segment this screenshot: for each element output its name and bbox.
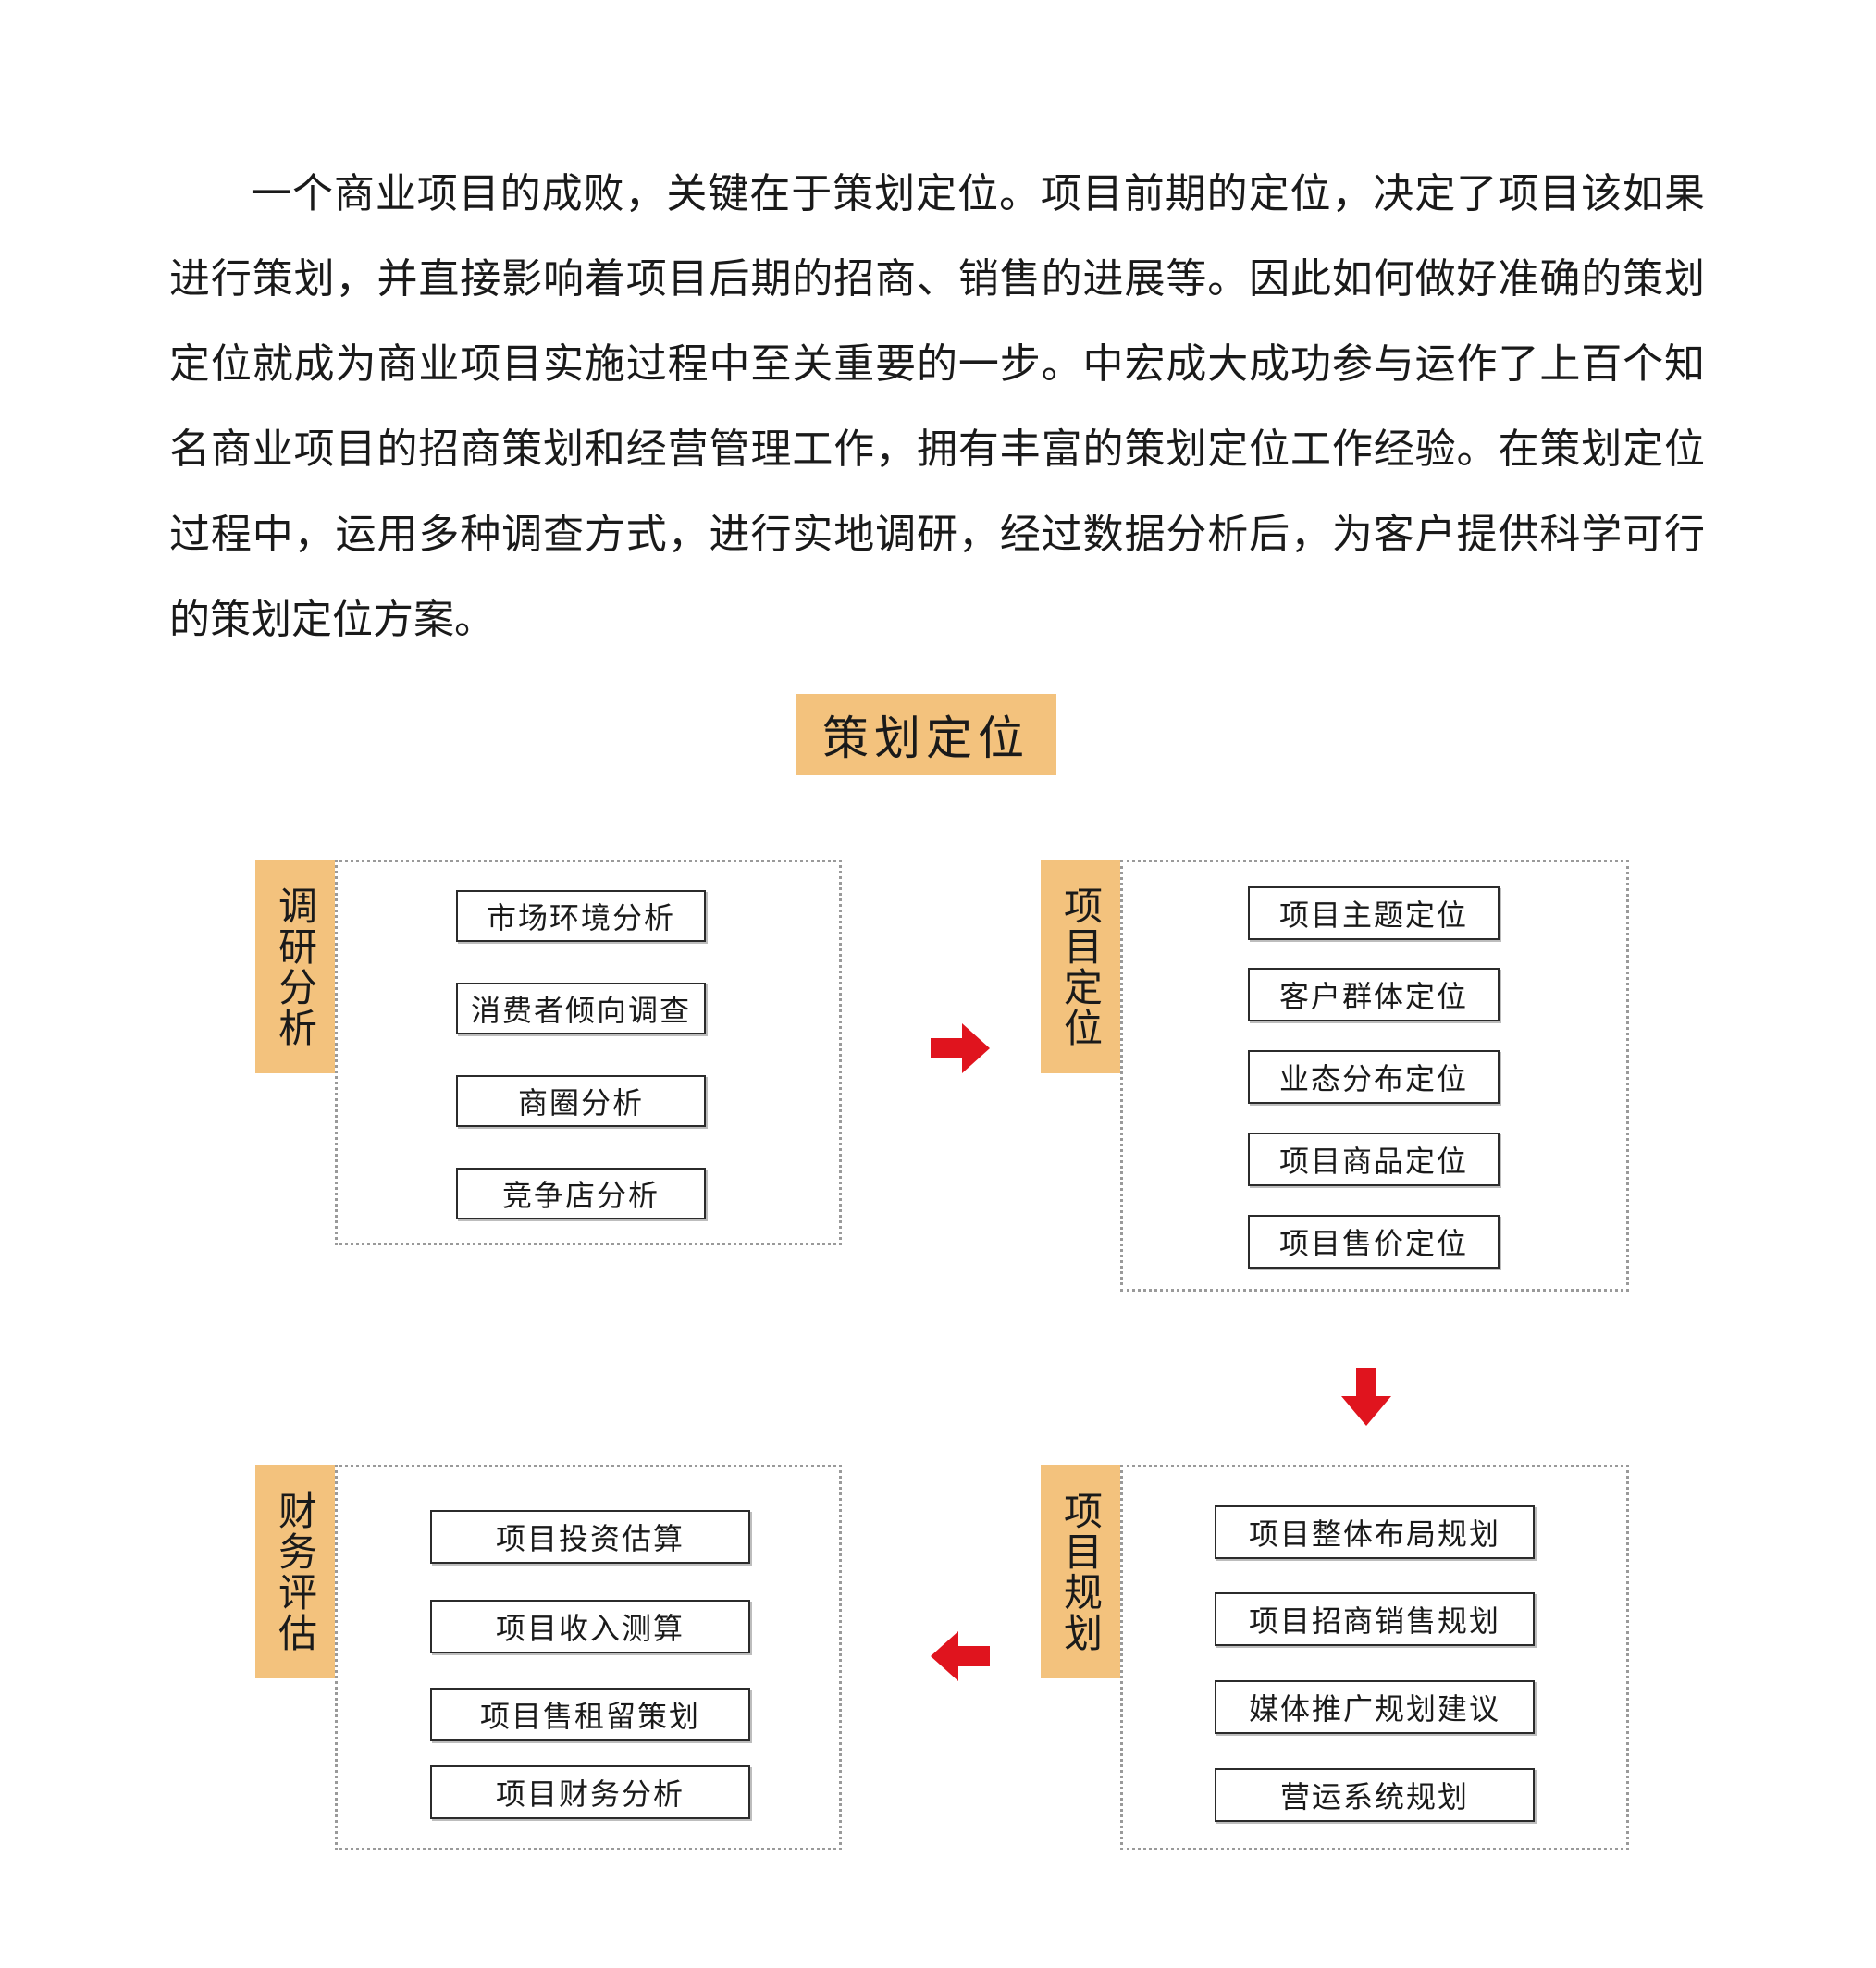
group-frame-financial <box>335 1465 842 1850</box>
item-investment-estimate: 项目投资估算 <box>430 1510 750 1564</box>
item-customer-positioning: 客户群体定位 <box>1248 968 1500 1021</box>
diagram-title: 策划定位 <box>796 694 1056 775</box>
group-label-positioning: 项目定位 <box>1041 860 1120 1073</box>
item-market-environment: 市场环境分析 <box>456 890 706 942</box>
item-theme-positioning: 项目主题定位 <box>1248 886 1500 940</box>
item-layout-planning: 项目整体布局规划 <box>1215 1505 1535 1559</box>
group-frame-planning <box>1120 1465 1629 1850</box>
group-label-planning: 项目规划 <box>1041 1465 1120 1678</box>
item-sale-lease-plan: 项目售租留策划 <box>430 1688 750 1741</box>
item-format-positioning: 业态分布定位 <box>1248 1050 1500 1104</box>
group-frame-research <box>335 860 842 1245</box>
item-leasing-sales-planning: 项目招商销售规划 <box>1215 1592 1535 1646</box>
intro-paragraph: 一个商业项目的成败，关键在于策划定位。项目前期的定位，决定了项目该如果进行策划，… <box>169 170 1705 643</box>
arrow-right-icon <box>931 1023 990 1073</box>
item-trade-area: 商圈分析 <box>456 1075 706 1127</box>
item-price-positioning: 项目售价定位 <box>1248 1215 1500 1269</box>
arrow-down-icon <box>1341 1368 1391 1426</box>
item-consumer-survey: 消费者倾向调查 <box>456 983 706 1034</box>
item-competitor: 竞争店分析 <box>456 1168 706 1219</box>
item-operation-system: 营运系统规划 <box>1215 1768 1535 1822</box>
arrow-left-icon <box>931 1631 990 1681</box>
group-frame-positioning <box>1120 860 1629 1292</box>
group-label-research: 调研分析 <box>255 860 335 1073</box>
item-media-promotion: 媒体推广规划建议 <box>1215 1680 1535 1734</box>
group-label-financial: 财务评估 <box>255 1465 335 1678</box>
item-merchandise-positioning: 项目商品定位 <box>1248 1133 1500 1186</box>
item-revenue-estimate: 项目收入测算 <box>430 1600 750 1653</box>
item-financial-analysis: 项目财务分析 <box>430 1765 750 1819</box>
